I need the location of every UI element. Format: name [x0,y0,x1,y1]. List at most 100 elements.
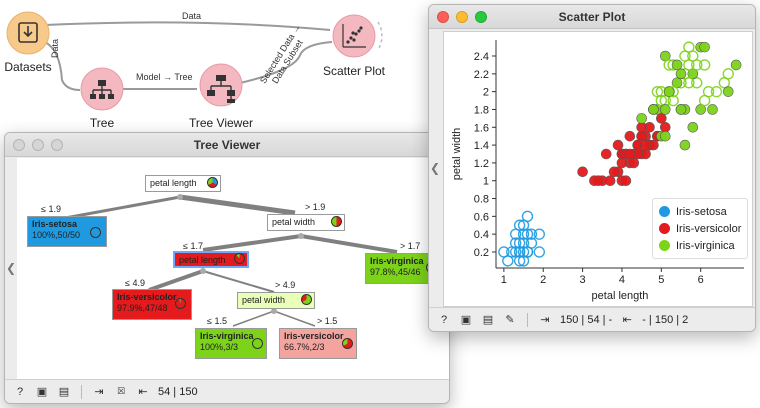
edge-label: ≤ 1.9 [41,204,61,214]
save-icon[interactable]: ▣ [36,386,48,398]
edge-label: ≤ 1.5 [207,316,227,326]
link-datasets-scatter[interactable] [44,21,331,31]
x-tick-label: 5 [658,274,664,286]
scatter-plot-widget[interactable] [332,14,383,58]
y-tick-label: 0.8 [474,194,489,206]
edge-label: > 1.9 [305,202,326,212]
data-point [659,104,671,115]
pie-chart-icon [331,216,342,227]
tree-widget[interactable] [80,67,124,111]
scatter-plot-statusbar: ? ▣ ▤ ✎ ⇥ 150 | 54 | - ⇤ - | 150 | 2 [429,307,755,331]
pie-chart-icon [252,338,263,349]
y-axis-label: petal width [451,128,463,181]
tree-node-petal-width[interactable]: petal width [267,214,345,231]
tree-node-root[interactable]: petal length [145,175,221,192]
link-datasets-tree[interactable] [44,41,81,91]
data-point [600,148,612,160]
help-icon[interactable]: ? [440,313,448,326]
x-axis-label: petal length [592,290,649,302]
scatter-plot-titlebar[interactable]: Scatter Plot [429,5,755,29]
x-tick-label: 1 [501,274,507,286]
save-icon[interactable]: ▣ [460,314,472,326]
minimize-button[interactable] [456,11,468,23]
data-point [698,94,711,107]
data-point [655,94,668,107]
data-point [707,104,718,115]
edge-label: ≤ 4.9 [125,278,145,288]
x-tick-label: 4 [619,274,625,286]
scatter-plot-title: Scatter Plot [558,10,626,24]
tree-node-petal-length-selected[interactable]: petal length [173,251,249,268]
visualize-icon[interactable]: ✎ [505,314,515,326]
scatter-input-info: 150 | 54 | - [560,313,613,326]
data-point [675,68,687,80]
minimize-button[interactable] [32,139,44,151]
legend-marker [659,206,670,217]
tree-viewer-widget[interactable] [199,63,243,107]
legend-marker [659,240,670,251]
input-icon: ⇥ [94,386,104,398]
tree-node-versicolor[interactable]: Iris-versicolor 97.9%,47/48 [112,289,192,320]
tree-viewer-titlebar[interactable]: Tree Viewer [5,133,449,157]
pie-chart-icon [207,177,218,188]
report-icon[interactable]: ▤ [482,314,494,326]
link-label-data-top: Data [182,11,202,21]
scatter-output-info: - | 150 | 2 [642,313,689,326]
y-tick-label: 1 [483,176,489,188]
close-button[interactable] [13,139,25,151]
tree-node-petal-width-2[interactable]: petal width [237,292,315,309]
edge-label: > 1.5 [317,316,338,326]
data-point [671,59,683,71]
link-label-data-left: Data [50,38,60,58]
data-point [533,228,546,240]
data-point [577,166,588,178]
tree-edges [64,194,398,327]
data-point [521,246,534,258]
collapse-panel-icon[interactable]: ❮ [5,261,17,275]
data-point [636,113,647,124]
tree-label: Tree [89,116,115,130]
data-point [525,228,538,240]
data-point [648,104,659,115]
data-point [710,85,723,98]
data-point [509,237,522,249]
help-icon[interactable]: ? [16,385,24,398]
data-point [608,166,620,178]
data-point [730,59,742,71]
report-icon[interactable]: ▤ [58,386,70,398]
y-tick-label: 2.4 [474,51,489,63]
y-tick-label: 1.4 [474,140,489,152]
data-point [624,148,636,160]
y-tick-label: 1.8 [474,104,489,116]
y-tick-label: 0.6 [474,211,489,223]
datasets-label: Datasets [4,60,52,74]
y-tick-label: 0.4 [474,229,489,241]
y-tick-label: 1.2 [474,158,489,170]
zoom-button[interactable] [51,139,63,151]
output-icon: ⇤ [622,314,632,326]
collapse-panel-icon[interactable]: ❮ [429,161,441,175]
data-point [628,157,640,169]
datasets-widget[interactable] [6,11,50,55]
data-point [656,113,667,124]
zoom-button[interactable] [475,11,487,23]
edge-label: > 1.7 [400,241,421,251]
data-point [687,50,699,62]
scatter-plot-label: Scatter Plot [322,64,386,78]
edge-label: ≤ 1.7 [183,241,203,251]
checkbox-icon[interactable]: ☒ [116,386,126,396]
data-point [675,104,687,115]
tree-viewer-window: Tree Viewer ❮ petal length Iris-setosa 1… [4,132,450,404]
output-icon: ⇤ [138,386,148,398]
data-point [513,255,526,267]
link-viewer-scatter[interactable] [239,41,333,84]
y-tick-label: 1.6 [474,122,489,134]
close-button[interactable] [437,11,449,23]
legend-marker [659,223,670,234]
tree-canvas: petal length Iris-setosa 100%,50/50 ≤ 1.… [17,158,449,380]
legend-item: Iris-virginica [659,237,741,254]
data-point [663,86,675,97]
